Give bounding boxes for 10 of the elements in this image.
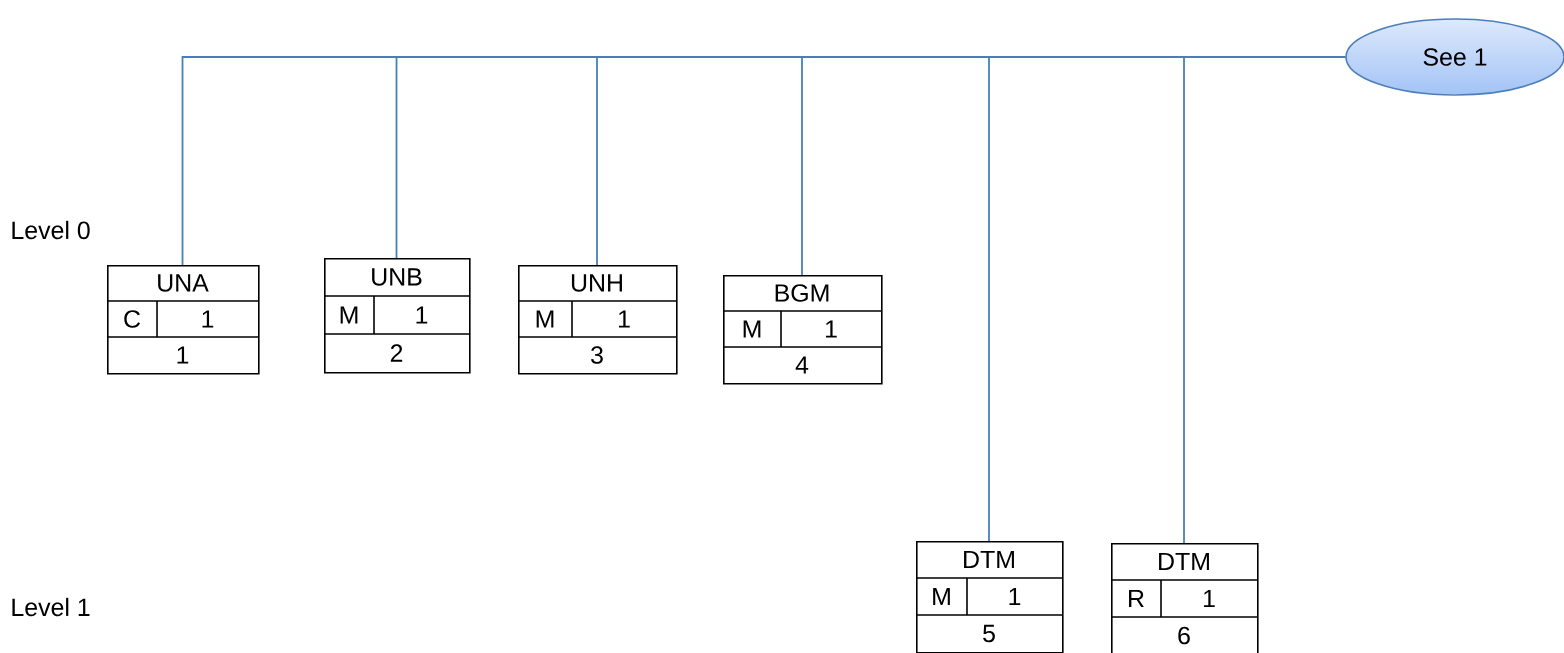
segment-box: UNH M 1 3	[517, 265, 678, 375]
segment-box: BGM M 1 4	[722, 275, 883, 385]
connector-line	[1183, 56, 1347, 544]
segment-box: DTM R 1 6	[1110, 543, 1259, 653]
segment-box: UNB M 1 2	[323, 258, 471, 374]
level-label: Level 0	[12, 220, 90, 240]
level-label: Level 1	[12, 597, 90, 617]
segment-box: DTM M 1 5	[915, 541, 1064, 653]
segment-box: UNA C 1 1	[106, 265, 260, 375]
reference-oval: See 1	[1345, 18, 1564, 96]
